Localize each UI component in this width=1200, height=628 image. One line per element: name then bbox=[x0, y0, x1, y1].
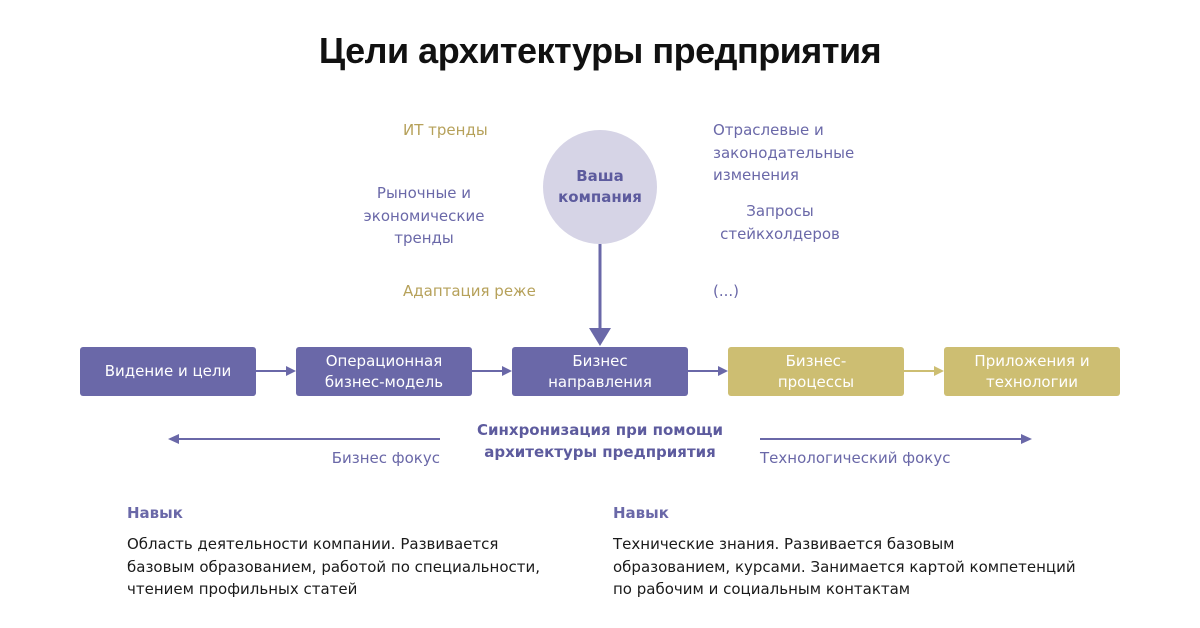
skill-right-text: Технические знания. Развивается базовым … bbox=[613, 535, 1076, 598]
factor-stakeholder-requests: Запросы стейкхолдеров bbox=[720, 202, 840, 243]
factor-industry-changes: Отраслевые и законодательные изменения bbox=[713, 121, 855, 184]
chain-arrow-1-head bbox=[286, 366, 296, 376]
technology-focus-label: Технологический фокус bbox=[760, 449, 951, 467]
chain-box-label: Бизнес направления bbox=[548, 351, 652, 391]
chain-box-label: Приложения и технологии bbox=[974, 351, 1090, 391]
factor-ellipsis: (...) bbox=[713, 282, 740, 300]
chain-box-label: Бизнес- процессы bbox=[777, 351, 855, 391]
chain-box-label: Операционная бизнес-модель bbox=[324, 351, 444, 391]
page-title: Цели архитектуры предприятия bbox=[318, 30, 882, 71]
business-focus-label: Бизнес фокус bbox=[331, 449, 440, 467]
chain-arrow-2-head bbox=[502, 366, 512, 376]
sync-label: Синхронизация при помощи архитектуры пре… bbox=[477, 421, 723, 461]
skill-right-title: Навык bbox=[613, 504, 669, 522]
factor-it-trends: ИТ тренды bbox=[403, 121, 488, 139]
chain-box-vision: Видение и цели bbox=[80, 347, 256, 396]
chain-arrow-4-head bbox=[934, 366, 944, 376]
chain-box-applications: Приложения и технологии bbox=[944, 347, 1120, 396]
company-circle: Ваша компания bbox=[543, 130, 657, 244]
skill-left-text: Область деятельности компании. Развивает… bbox=[127, 535, 540, 598]
business-focus-arrow-head bbox=[168, 434, 179, 444]
technology-focus-arrow-head bbox=[1021, 434, 1032, 444]
chain-box-business-processes: Бизнес- процессы bbox=[728, 347, 904, 396]
vertical-arrow-head bbox=[589, 328, 611, 346]
skill-left-title: Навык bbox=[127, 504, 183, 522]
factor-adaptation: Адаптация реже bbox=[403, 282, 536, 300]
chain-box-operating-model: Операционная бизнес-модель bbox=[296, 347, 472, 396]
chain-box-business-lines: Бизнес направления bbox=[512, 347, 688, 396]
chain-arrow-3-head bbox=[718, 366, 728, 376]
company-circle-label: Ваша компания bbox=[558, 167, 642, 206]
factor-market-trends: Рыночные и экономические тренды bbox=[363, 184, 485, 247]
chain-box-label: Видение и цели bbox=[104, 362, 232, 380]
